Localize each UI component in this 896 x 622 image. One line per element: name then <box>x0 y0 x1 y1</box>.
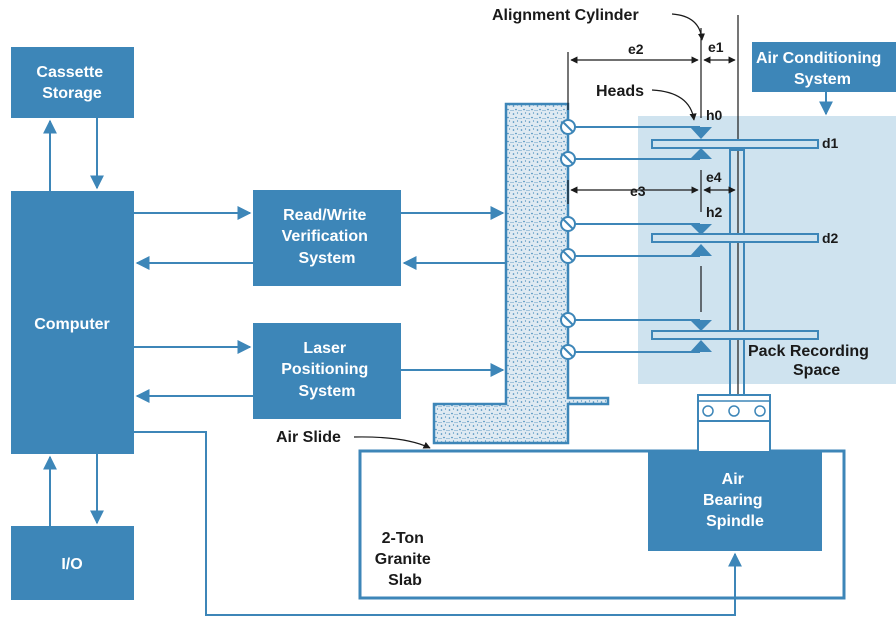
rw-verification-box <box>253 190 401 286</box>
head-assemblies <box>560 119 700 360</box>
bearing <box>697 394 771 422</box>
cassette-storage-box <box>11 47 134 118</box>
computer-box <box>11 191 134 454</box>
dimension-lines <box>353 13 736 449</box>
air-conditioning-box <box>752 42 896 92</box>
e1-label: e1 <box>708 39 724 55</box>
granite-slab-label: 2-Ton Granite Slab <box>375 530 435 589</box>
disk-2 <box>651 233 819 243</box>
laser-positioning-box <box>253 323 401 419</box>
e4-label: e4 <box>706 169 722 185</box>
air-slide-label: Air Slide <box>276 429 341 446</box>
head-triangles <box>690 127 712 352</box>
rw-verification-label: Read/Write Verification System <box>282 207 373 267</box>
io-box <box>11 526 134 600</box>
h0-label: h0 <box>706 107 723 123</box>
air-bearing-spindle-label: Air Bearing Spindle <box>703 471 767 530</box>
air-conditioning-label: Air Conditioning System <box>756 50 886 88</box>
alignment-cylinder-label: Alignment Cylinder <box>492 7 639 24</box>
h2-label: h2 <box>706 204 723 220</box>
disk-1 <box>651 139 819 149</box>
connector-arrows <box>43 92 833 616</box>
laser-positioning-label: Laser Positioning System <box>281 340 373 400</box>
io-label: I/O <box>61 556 82 573</box>
heads-label: Heads <box>596 83 644 100</box>
granite-slab <box>358 449 846 600</box>
disk-3 <box>651 330 819 340</box>
cassette-storage-label: Cassette Storage <box>36 64 107 102</box>
arrow-computer-to-spindle <box>134 431 742 616</box>
d2-label: d2 <box>822 230 839 246</box>
e2-label: e2 <box>628 41 644 57</box>
air-bearing-spindle-box <box>648 451 822 551</box>
pack-recording-label: Pack Recording Space <box>748 343 873 379</box>
head-carrier <box>432 102 610 445</box>
d1-label: d1 <box>822 135 839 151</box>
computer-label: Computer <box>34 316 110 333</box>
e3-label: e3 <box>630 183 646 199</box>
